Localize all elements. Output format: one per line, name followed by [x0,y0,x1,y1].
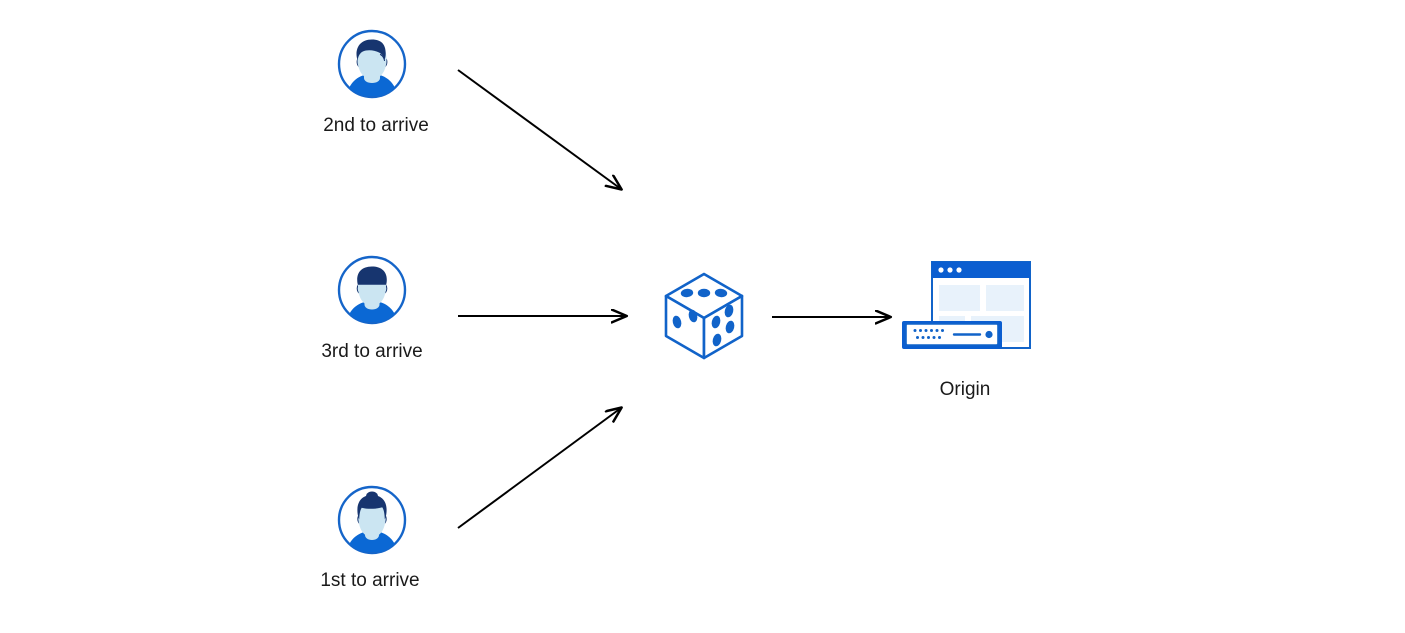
user-avatar-icon-third [336,254,408,326]
server-device-shape [902,321,1002,349]
client-second-label: 2nd to arrive [323,115,429,136]
connector-second-to-dice [457,69,621,189]
dice-icon [660,270,748,362]
user-avatar-icon-second [336,28,408,100]
origin-label: Origin [939,379,991,400]
client-third-label: 3rd to arrive [321,341,423,362]
server-browser-icon [896,258,1036,368]
user-avatar-icon-first [336,484,408,556]
connector-first-to-dice [457,408,621,529]
client-first-label: 1st to arrive [320,570,420,591]
